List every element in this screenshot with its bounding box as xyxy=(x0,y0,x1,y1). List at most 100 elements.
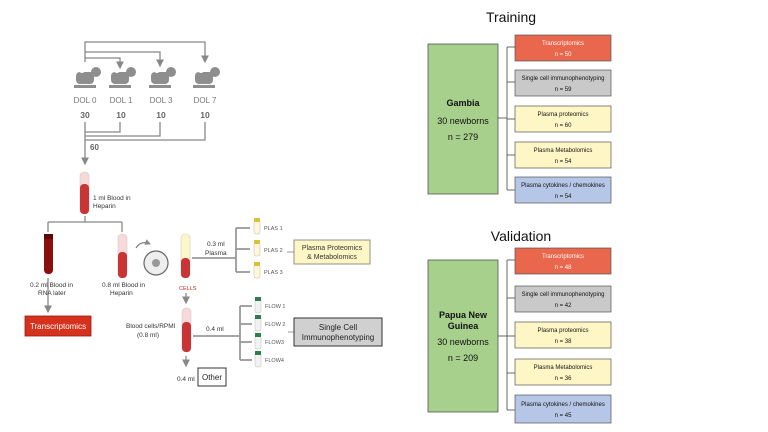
plasma-lines xyxy=(192,227,250,273)
training-assay-3: Plasma proteomics n = 60 xyxy=(514,105,612,133)
assay-n: n = 36 xyxy=(555,376,573,382)
plas-tube-2: PLAS 2 xyxy=(253,240,283,257)
blood-cells-label-1: Blood cells/RPMI xyxy=(126,323,176,330)
plas-tube-label: PLAS 2 xyxy=(264,248,283,254)
sc-output-box: Single Cell Immunophenotyping xyxy=(293,317,383,347)
other-vol-label: 0.4 ml xyxy=(177,376,195,383)
flow-tube-1: FLOW 1 xyxy=(254,297,285,314)
validation-cohort-name-2: Guinea xyxy=(448,321,480,331)
plas-tube-label: PLAS 1 xyxy=(264,226,283,232)
training-assay-1: Transcriptomics n = 50 xyxy=(514,34,612,62)
split-lines xyxy=(44,216,123,314)
assay-n: n = 42 xyxy=(555,303,573,309)
dol-0: DOL 0 30 xyxy=(74,67,101,120)
plasma-box-line2: & Metabolomics xyxy=(307,254,357,261)
assay-n: n = 54 xyxy=(555,159,573,165)
assay-name: Plasma cytokines / chemokines xyxy=(521,183,605,189)
flow-lines xyxy=(193,305,252,361)
validation-cohort-name-1: Papua New xyxy=(439,310,488,320)
plasma-box-line1: Plasma Proteomics xyxy=(302,245,363,252)
heparin-label-1: 0.8 ml Blood in xyxy=(102,282,145,289)
training-cohort-name: Gambia xyxy=(446,98,480,108)
dol-count: 10 xyxy=(200,110,210,120)
workflow-panel: DOL 0 30 DOL 1 10 DOL 3 10 xyxy=(24,41,383,387)
infant-icon xyxy=(109,67,136,88)
dol-branch-lines xyxy=(81,41,209,166)
assay-n: n = 54 xyxy=(555,194,573,200)
plasma-vol-label: 0.3 ml xyxy=(207,241,225,248)
validation-panel: Validation Papua New Guinea 30 newborns … xyxy=(427,228,612,424)
plasma-output-box: Plasma Proteomics & Metabolomics xyxy=(293,239,371,265)
validation-title: Validation xyxy=(491,228,551,244)
assay-name: Plasma proteomics xyxy=(537,112,588,118)
dol-count: 30 xyxy=(80,110,90,120)
validation-cohort-sub: 30 newborns xyxy=(437,337,489,347)
dol-label: DOL 0 xyxy=(74,96,97,105)
flow-tube-2: FLOW 2 xyxy=(254,315,285,332)
infant-icon xyxy=(74,67,101,88)
centrifuge-icon xyxy=(135,239,169,276)
blood-label-1: 1 ml Blood in xyxy=(93,195,131,202)
training-cohort-box xyxy=(427,43,499,195)
validation-assay-4: Plasma Metabolomics n = 36 xyxy=(514,358,612,386)
training-panel: Training Gambia 30 newborns n = 279 Tran… xyxy=(427,9,612,204)
training-cohort-sub: 30 newborns xyxy=(437,116,489,126)
training-title: Training xyxy=(486,9,536,25)
rna-tube xyxy=(44,234,53,274)
heparin-label-2: Heparin xyxy=(110,290,133,297)
assay-name: Transcriptomics xyxy=(542,254,584,260)
flow-tube-label: FLOW 1 xyxy=(265,304,285,310)
validation-assay-5: Plasma cytokines / chemokines n = 45 xyxy=(514,394,612,424)
assay-name: Plasma Metabolomics xyxy=(534,365,593,371)
validation-cohort-box xyxy=(427,259,499,413)
assay-n: n = 50 xyxy=(555,52,573,58)
flow-tube-label: FLOW3 xyxy=(265,340,284,346)
assay-n: n = 60 xyxy=(555,123,573,129)
validation-assay-2: Single cell immunophenotyping n = 42 xyxy=(514,285,612,313)
dol-1: DOL 1 10 xyxy=(109,67,136,120)
infant-icon xyxy=(193,67,220,88)
blood-label-2: Heparin xyxy=(93,203,116,210)
flow-tube-label: FLOW4 xyxy=(265,358,284,364)
dol-count: 10 xyxy=(116,110,126,120)
sc-box-line2: Immunophenotyping xyxy=(302,333,375,342)
assay-name: Plasma proteomics xyxy=(537,328,588,334)
transcriptomics-box-label: Transcriptomics xyxy=(30,322,86,331)
assay-name: Plasma cytokines / chemokines xyxy=(521,402,605,408)
dol-3: DOL 3 10 xyxy=(149,67,176,120)
validation-assay-3: Plasma proteomics n = 38 xyxy=(514,321,612,349)
flow-tube-label: FLOW 2 xyxy=(265,322,285,328)
heparin-tube xyxy=(117,233,128,279)
plas-tube-label: PLAS 3 xyxy=(264,270,283,276)
plas-tube-1: PLAS 1 xyxy=(253,218,283,235)
assay-name: Plasma Metabolomics xyxy=(534,148,593,154)
flow-vol-label: 0.4 ml xyxy=(206,326,224,333)
total-count: 60 xyxy=(90,143,99,152)
blood-cells-tube xyxy=(181,307,192,353)
other-box: Other xyxy=(197,367,227,387)
plas-tube-3: PLAS 3 xyxy=(253,262,283,279)
assay-n: n = 45 xyxy=(555,413,573,419)
sc-box-line1: Single Cell xyxy=(319,323,357,332)
dol-count: 10 xyxy=(156,110,166,120)
dol-7: DOL 7 10 xyxy=(193,67,220,120)
dol-label: DOL 3 xyxy=(150,96,173,105)
cells-label: CELLS xyxy=(179,286,197,292)
training-assay-4: Plasma Metabolomics n = 54 xyxy=(514,141,612,169)
assay-name: Single cell immunophenotyping xyxy=(521,76,604,82)
blood-tube-main xyxy=(79,171,90,215)
plasma-label: Plasma xyxy=(205,250,227,257)
validation-cohort-n: n = 209 xyxy=(448,353,478,363)
assay-name: Transcriptomics xyxy=(542,41,584,47)
dol-label: DOL 1 xyxy=(110,96,133,105)
validation-assay-1: Transcriptomics n = 48 xyxy=(514,247,612,275)
separated-tube xyxy=(180,233,191,279)
training-cohort-n: n = 279 xyxy=(448,132,478,142)
dol-label: DOL 7 xyxy=(194,96,217,105)
rna-label-1: 0.2 ml Blood in xyxy=(30,282,73,289)
blood-cells-label-2: (0.8 ml) xyxy=(137,332,159,339)
assay-n: n = 48 xyxy=(555,265,573,271)
infant-icon xyxy=(149,67,176,88)
validation-connectors xyxy=(498,259,515,411)
